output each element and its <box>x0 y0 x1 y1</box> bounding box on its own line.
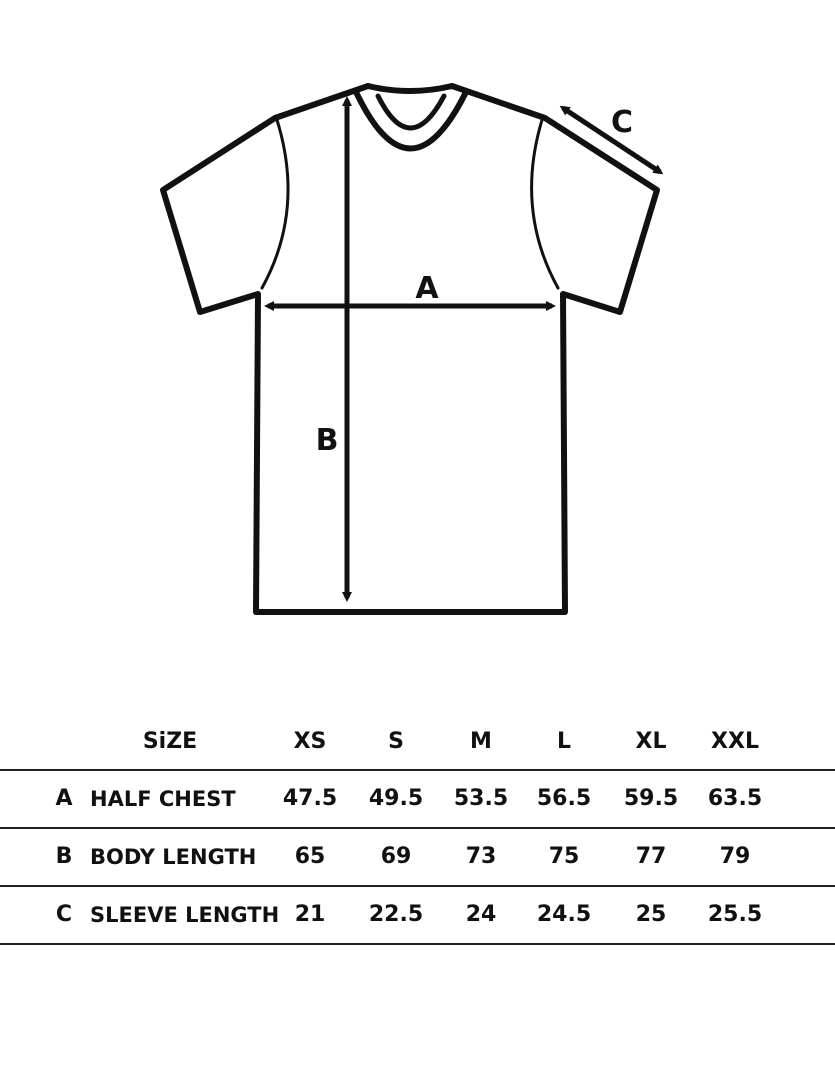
size-chart-table: SiZE XS S M L XL XXL A HALF CHEST 47.5 4… <box>0 715 835 945</box>
row-value: 63.5 <box>707 786 763 811</box>
size-header-row: SiZE XS S M L XL XXL <box>0 715 835 771</box>
row-value: 47.5 <box>282 786 338 811</box>
collar-outer <box>365 83 455 94</box>
row-value: 25.5 <box>707 902 763 927</box>
size-column-header: SiZE <box>142 729 198 754</box>
right-sleeve-seam <box>530 118 560 290</box>
row-value: 53.5 <box>453 786 509 811</box>
left-sleeve-seam <box>260 118 290 290</box>
row-code: B <box>55 844 73 869</box>
table-row: B BODY LENGTH 65 69 73 75 77 79 <box>0 829 835 887</box>
table-row: C SLEEVE LENGTH 21 22.5 24 24.5 25 25.5 <box>0 887 835 945</box>
collar-neckline <box>375 93 447 131</box>
row-label: BODY LENGTH <box>90 845 257 869</box>
row-value: 77 <box>635 844 667 869</box>
body-length-label: B <box>316 423 339 458</box>
sleeve-length-label: C <box>611 105 633 140</box>
tshirt-outline <box>160 83 660 615</box>
row-value: 59.5 <box>623 786 679 811</box>
size-xxl-header: XXL <box>711 729 759 754</box>
size-xl-header: XL <box>635 729 667 754</box>
row-value: 56.5 <box>536 786 592 811</box>
half-chest-label: A <box>415 271 439 306</box>
row-value: 24 <box>465 902 497 927</box>
sleeve-length-arrow <box>559 105 664 175</box>
row-label: SLEEVE LENGTH <box>90 903 280 927</box>
row-value: 25 <box>635 902 667 927</box>
collar-inner <box>353 89 469 152</box>
row-value: 24.5 <box>536 902 592 927</box>
tshirt-measurement-diagram: A B C <box>160 83 664 615</box>
row-value: 69 <box>380 844 412 869</box>
row-code: A <box>55 786 73 811</box>
row-value: 22.5 <box>368 902 424 927</box>
row-label: HALF CHEST <box>90 787 236 811</box>
row-value: 65 <box>294 844 326 869</box>
size-m-header: M <box>470 729 492 754</box>
row-value: 49.5 <box>368 786 424 811</box>
row-value: 21 <box>294 902 326 927</box>
row-value: 73 <box>465 844 497 869</box>
size-s-header: S <box>388 729 404 754</box>
size-l-header: L <box>556 729 572 754</box>
row-value: 75 <box>548 844 580 869</box>
row-code: C <box>55 902 73 927</box>
row-value: 79 <box>719 844 751 869</box>
size-xs-header: XS <box>293 729 327 754</box>
table-row: A HALF CHEST 47.5 49.5 53.5 56.5 59.5 63… <box>0 771 835 829</box>
